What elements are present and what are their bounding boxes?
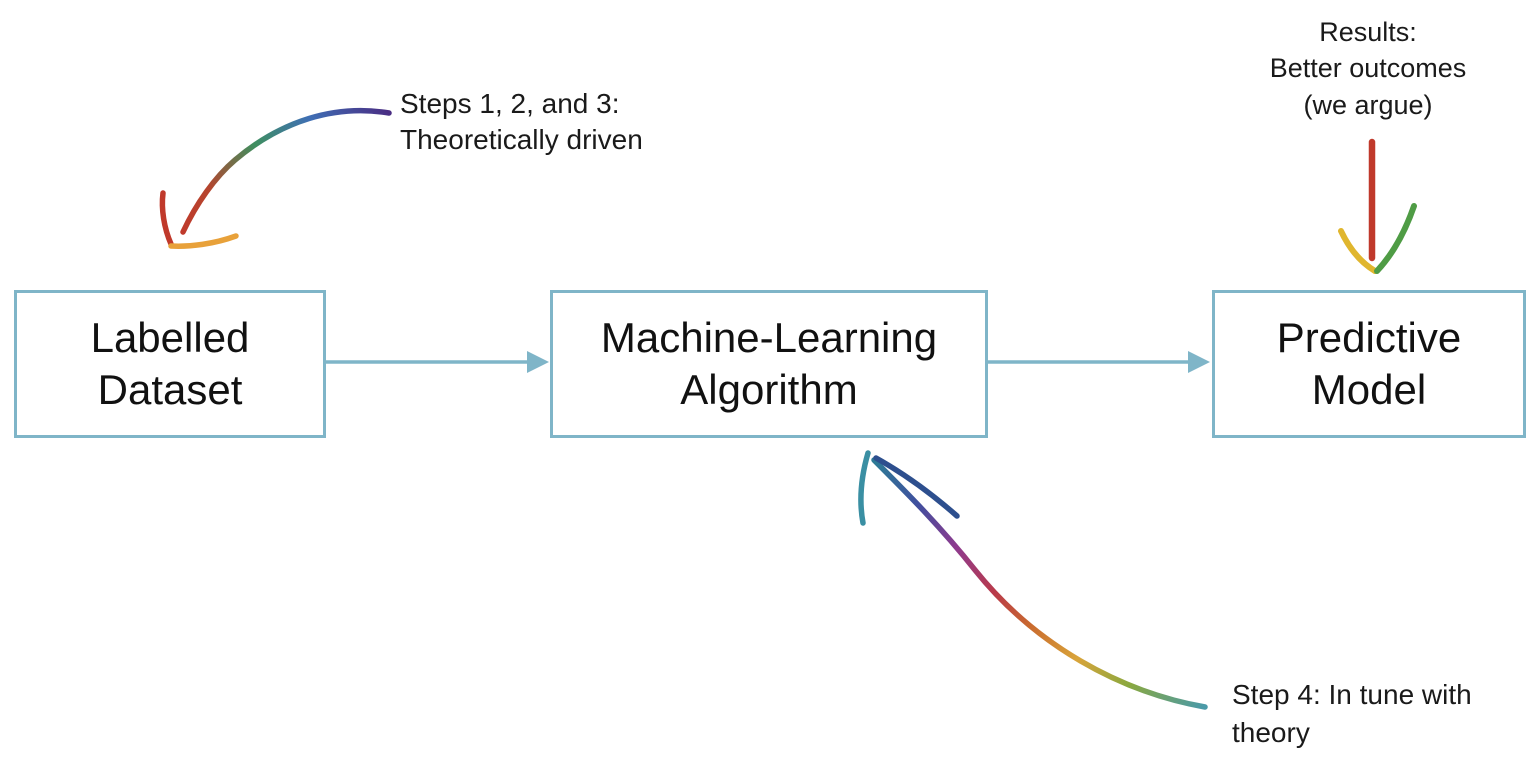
flow-arrow-algorithm-to-model — [986, 351, 1210, 373]
steps-1-2-3-annotation: Steps 1, 2, and 3: Theoretically driven — [400, 88, 643, 156]
labelled-dataset-box: Labelled Dataset — [14, 290, 326, 438]
machine-learning-algorithm-box: Machine-Learning Algorithm — [550, 290, 988, 438]
predictive-model-box: Predictive Model — [1212, 290, 1526, 438]
step4-rainbow-arrow-icon — [858, 450, 1208, 710]
steps-rainbow-arrow-icon — [159, 107, 392, 249]
results-down-arrow-icon — [1338, 138, 1417, 274]
results-annotation: Results: Better outcomes (we argue) — [1269, 17, 1467, 120]
flow-arrow-dataset-to-algorithm — [323, 351, 549, 373]
step-4-annotation: Step 4: In tune with theory — [1232, 679, 1472, 748]
